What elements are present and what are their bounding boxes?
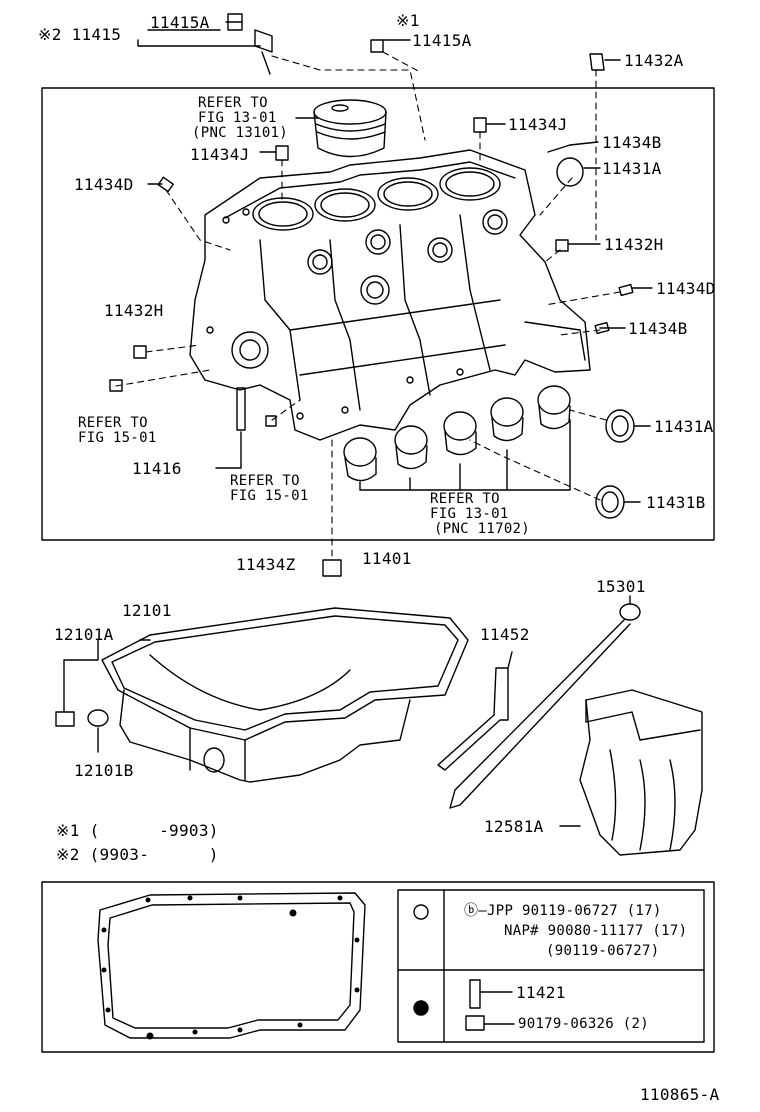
part-label-11434D-right: 11434D [656,279,716,298]
part-label-11415A-top: 11415A [150,13,210,32]
legend-row1-line3: (90119-06727) [546,943,660,959]
gasket-legend-frame [41,881,715,1053]
part-label-11434B-top: 11434B [602,133,662,152]
refer-fig15-mid-line1: REFER TO [230,473,300,489]
small-parts [109,13,635,577]
legend-row1-line1: ⓑ—JPP 90119-06727 (17) [464,903,662,919]
dashed-guide-lines [115,51,621,557]
insulator-drawing [579,689,703,856]
part-label-11432H-left: 11432H [104,301,164,320]
figure-id: 110865-A [640,1085,720,1104]
piston-drawing [313,99,387,158]
part-label-11434J-left: 11434J [190,145,250,164]
refer-piston-line3: (PNC 13101) [192,125,289,141]
part-label-11434B-right: 11434B [628,319,688,338]
part-label-12101A: 12101A [54,625,114,644]
note1-mark: ※1 [396,11,420,30]
refer-piston-line1: REFER TO [198,95,268,111]
part-label-12101B: 12101B [74,761,134,780]
refer-bearing-line2: FIG 13-01 [430,506,509,522]
part-label-11416: 11416 [132,459,182,478]
part-label-11431B: 11431B [646,493,706,512]
refer-bearing-line3: (PNC 11702) [434,521,531,537]
dipstick-drawing [449,603,641,809]
gasket-dots [101,895,360,1040]
refer-fig15-left-line1: REFER TO [78,415,148,431]
part-label-11431A-right: 11431A [654,417,714,436]
refer-piston-line2: FIG 13-01 [198,110,277,126]
part-label-11415A-right: 11415A [412,31,472,50]
legend-row2-line2: 90179-06326 (2) [518,1016,649,1032]
part-label-12101: 12101 [122,601,172,620]
part-label-11434D-left: 11434D [74,175,134,194]
part-label-11401: 11401 [362,549,412,568]
engine-block-frame [41,87,715,541]
dipstick-guide-drawing [437,667,509,771]
oil-pan-drawing [55,607,469,783]
part-label-11434Z: 11434Z [236,555,296,574]
legend-row2-line1: 11421 [516,983,566,1002]
legend-row1-line2: NAP# 90080-11177 (17) [504,923,688,939]
part-label-11415: ※2 11415 [38,25,122,44]
filled-circle-icon [413,1000,429,1016]
main-bearings [343,385,571,482]
refer-fig15-left-line2: FIG 15-01 [78,430,157,446]
gasket-drawing [97,892,366,1039]
part-label-11431A-top: 11431A [602,159,662,178]
part-label-11432H-right: 11432H [604,235,664,254]
refer-bearing-line1: REFER TO [430,491,500,507]
legend-table [397,889,705,1043]
part-label-12581A: 12581A [484,817,544,836]
leader-lines [63,21,653,827]
open-circle-icon [413,904,429,920]
part-label-11452: 11452 [480,625,530,644]
cylinder-block-drawing [189,149,591,441]
part-label-11434J-top: 11434J [508,115,568,134]
part-label-15301: 15301 [596,577,646,596]
part-label-11432A: 11432A [624,51,684,70]
refer-fig15-mid-line2: FIG 15-01 [230,488,309,504]
note1-text: ※1 ( -9903) [56,821,219,840]
note2-text: ※2 (9903- ) [56,845,219,864]
